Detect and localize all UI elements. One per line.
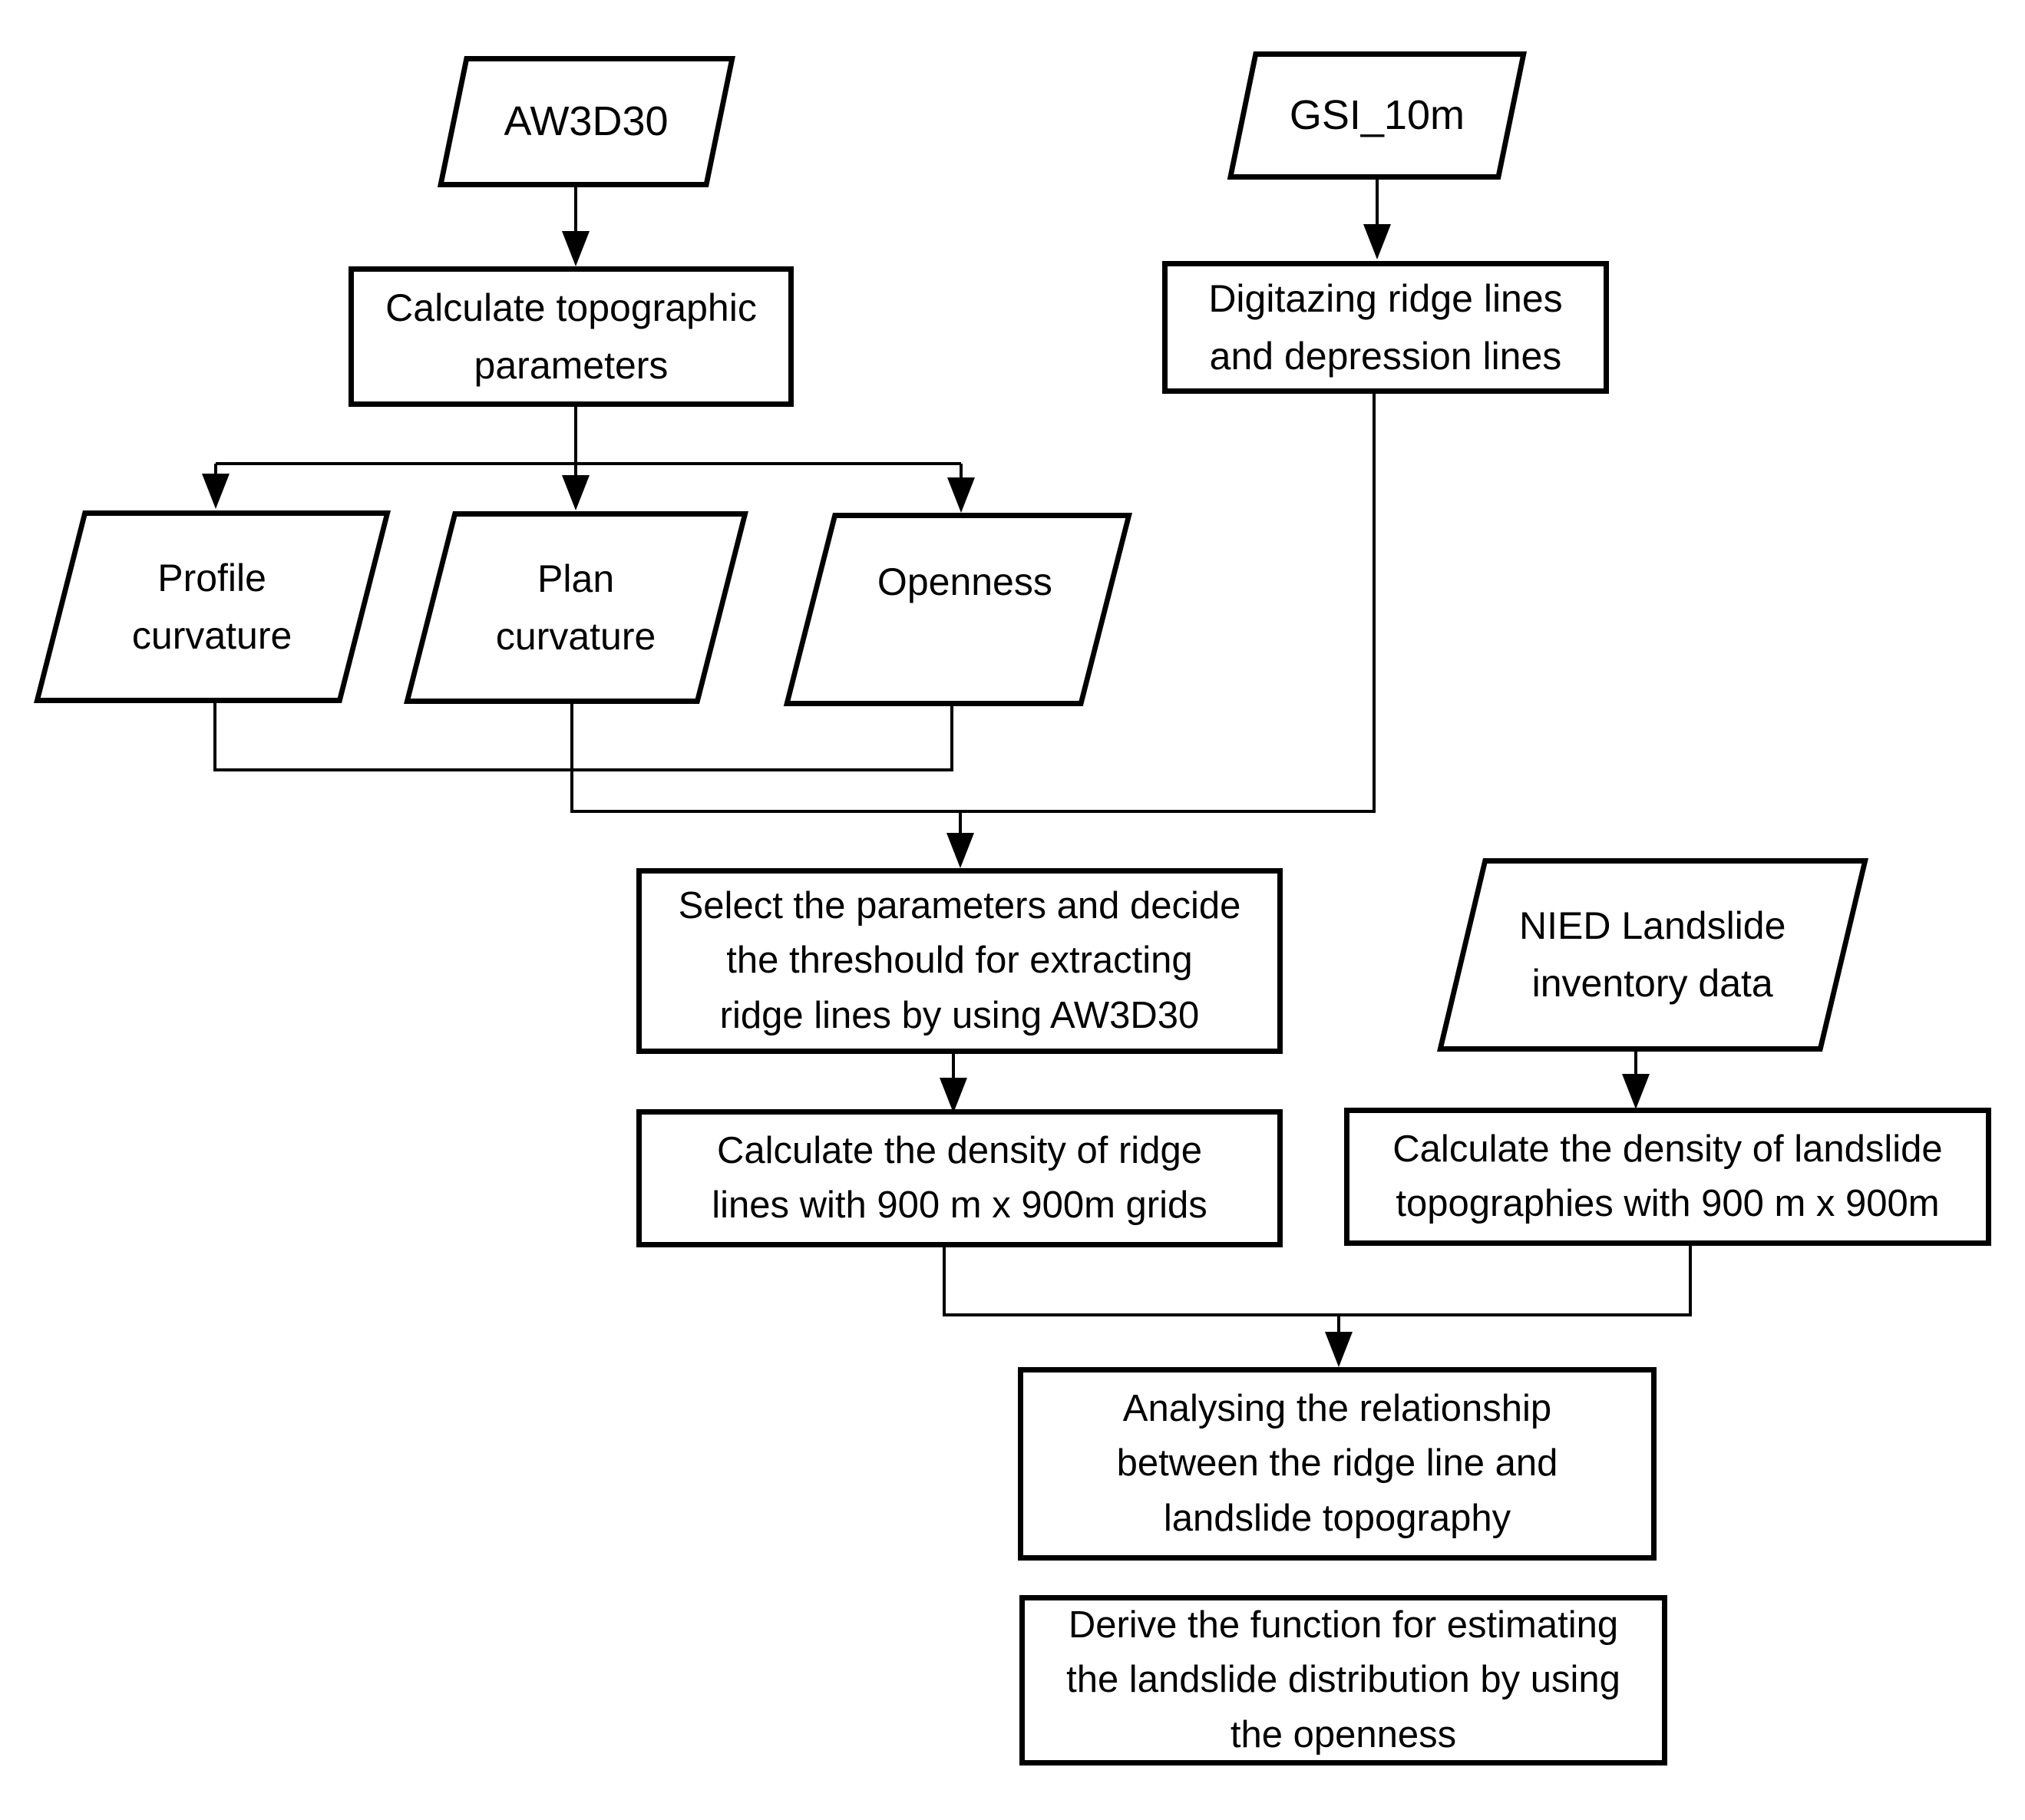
node-ridge-density: Calculate the density of ridge lines wit…	[636, 1109, 1283, 1247]
node-landslide-density-label: Calculate the density of landslide topog…	[1392, 1128, 1943, 1224]
arrowhead-select	[946, 833, 974, 868]
arrowhead-calctopo	[562, 231, 590, 266]
node-landslide-density: Calculate the density of landslide topog…	[1344, 1108, 1991, 1246]
node-digitazing: Digitazing ridge lines and depression li…	[1162, 261, 1609, 394]
node-openness-label: Openness	[877, 560, 1052, 603]
node-profile-curvature: Profile curvature	[34, 510, 391, 703]
node-select-parameters: Select the parameters and decide the thr…	[636, 868, 1283, 1054]
node-profile-curvature-label: Profile curvature	[132, 556, 292, 657]
arrowhead-digitazing	[1363, 224, 1391, 259]
node-ridge-density-label: Calculate the density of ridge lines wit…	[712, 1129, 1207, 1226]
arrowhead-profile	[202, 474, 230, 509]
node-aw3d30: AW3D30	[437, 56, 735, 187]
node-gsi10m: GSI_10m	[1227, 51, 1527, 180]
arrowhead-landslide	[1622, 1074, 1650, 1109]
node-openness: Openness	[783, 513, 1132, 706]
node-gsi10m-label: GSI_10m	[1289, 92, 1465, 138]
node-derive-label: Derive the function for estimating the l…	[1066, 1604, 1620, 1756]
arrowhead-openness	[947, 477, 975, 513]
node-analysing: Analysing the relationship between the r…	[1018, 1367, 1657, 1561]
node-nied: NIED Landslide inventory data	[1436, 858, 1868, 1052]
node-nied-label: NIED Landslide inventory data	[1519, 904, 1786, 1005]
node-calc-topo: Calculate topographic parameters	[349, 266, 794, 407]
node-select-parameters-label: Select the parameters and decide the thr…	[678, 885, 1241, 1036]
node-derive: Derive the function for estimating the l…	[1019, 1595, 1667, 1765]
arrowhead-analysing	[1325, 1332, 1353, 1367]
node-aw3d30-label: AW3D30	[504, 98, 669, 144]
node-plan-curvature-label: Plan curvature	[496, 557, 656, 658]
arrowhead-ridge	[940, 1078, 967, 1113]
arrowhead-plan	[562, 475, 590, 510]
node-digitazing-label: Digitazing ridge lines and depression li…	[1208, 276, 1563, 378]
node-analysing-label: Analysing the relationship between the r…	[1116, 1388, 1558, 1539]
node-plan-curvature: Plan curvature	[404, 511, 748, 704]
node-calc-topo-label: Calculate topographic parameters	[385, 286, 757, 387]
